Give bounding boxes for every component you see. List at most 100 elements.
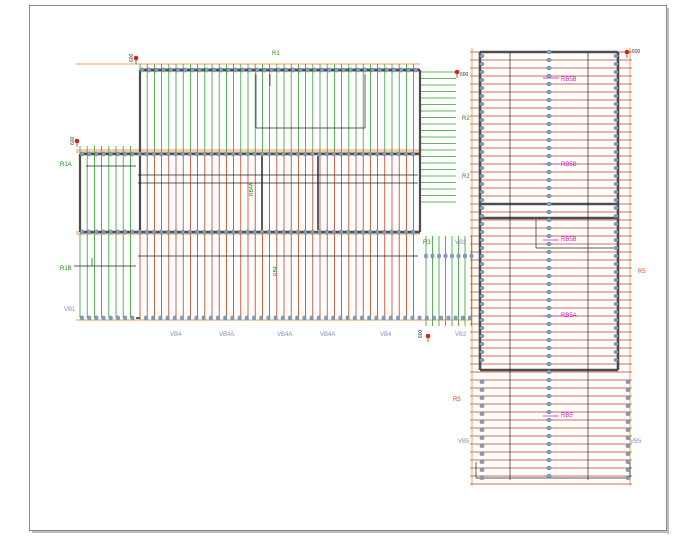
level-marker-icon xyxy=(133,55,139,61)
connection-node xyxy=(280,315,285,321)
connection-node xyxy=(267,229,272,235)
connection-node xyxy=(281,229,286,235)
label-rb5b: RB5B xyxy=(561,77,577,83)
connection-node xyxy=(479,452,485,456)
connection-node xyxy=(479,460,485,464)
connection-node xyxy=(123,229,128,235)
connection-node xyxy=(298,67,303,73)
connection-node xyxy=(613,142,619,146)
connection-node xyxy=(479,286,485,290)
connection-node xyxy=(479,380,485,384)
connection-node xyxy=(262,67,267,73)
connection-node xyxy=(613,230,619,234)
label-r5-upper: R5 xyxy=(638,269,646,275)
connection-node xyxy=(450,253,454,259)
connection-node xyxy=(367,315,372,321)
connection-node xyxy=(309,315,314,321)
connection-node xyxy=(479,318,485,322)
connection-node xyxy=(479,294,485,298)
connection-node xyxy=(404,229,408,235)
sheet-shadow xyxy=(32,531,669,533)
label-vb1: VB1 xyxy=(64,307,76,313)
connection-node xyxy=(212,67,216,73)
connection-node xyxy=(389,229,394,235)
connection-node xyxy=(613,326,619,330)
label-vb4a: VB4A xyxy=(219,332,234,338)
connection-node xyxy=(613,350,619,354)
connection-node xyxy=(546,362,552,366)
connection-node xyxy=(144,315,148,321)
connection-node xyxy=(237,315,242,321)
connection-node xyxy=(546,122,552,126)
connection-node xyxy=(613,182,619,186)
connection-node xyxy=(388,315,393,321)
connection-node xyxy=(546,234,552,238)
connection-node xyxy=(320,67,324,73)
connection-node xyxy=(625,428,631,432)
connection-node xyxy=(479,334,485,338)
connection-node xyxy=(248,67,252,73)
marker-layer xyxy=(74,49,630,342)
connection-node xyxy=(613,270,619,274)
connection-node xyxy=(439,315,444,321)
level-marker-icon xyxy=(74,138,80,144)
connection-node xyxy=(625,388,631,392)
connection-node xyxy=(546,106,552,110)
connection-node xyxy=(546,442,552,446)
connection-node xyxy=(224,151,228,157)
connection-node xyxy=(360,151,365,157)
connection-node xyxy=(245,151,250,157)
connection-node xyxy=(87,151,92,157)
connection-node xyxy=(389,151,394,157)
level-marker-icon xyxy=(454,69,460,75)
level-marker-icon xyxy=(624,49,630,55)
connection-node xyxy=(216,229,221,235)
connection-node xyxy=(479,78,485,82)
connection-node xyxy=(546,434,552,438)
connection-node xyxy=(332,151,336,157)
connection-node xyxy=(613,302,619,306)
label-r1b: R1B xyxy=(60,266,72,272)
connection-node xyxy=(546,306,552,310)
connection-node xyxy=(546,450,552,454)
connection-node xyxy=(479,118,485,122)
connection-node xyxy=(479,310,485,314)
connection-node xyxy=(384,67,389,73)
connection-node xyxy=(546,178,552,182)
connection-node xyxy=(479,174,485,178)
connection-node xyxy=(453,315,458,321)
connection-node xyxy=(613,278,619,282)
connection-node xyxy=(625,468,631,472)
connection-node xyxy=(252,315,256,321)
connection-node xyxy=(209,151,214,157)
connection-node xyxy=(116,229,120,235)
connection-node xyxy=(546,162,552,166)
connection-node xyxy=(202,151,207,157)
connection-node xyxy=(245,229,250,235)
connection-node xyxy=(80,229,84,235)
connection-node xyxy=(546,338,552,342)
connection-node xyxy=(546,226,552,230)
connection-node xyxy=(613,86,619,90)
connection-node xyxy=(267,151,272,157)
connection-node xyxy=(152,151,156,157)
connection-node xyxy=(546,322,552,326)
connection-node xyxy=(625,460,631,464)
connection-node xyxy=(152,229,156,235)
connection-node xyxy=(108,315,113,321)
connection-node xyxy=(613,70,619,74)
connection-node xyxy=(613,342,619,346)
connection-node xyxy=(324,151,329,157)
connection-node xyxy=(625,452,631,456)
node-layer xyxy=(80,50,631,480)
connection-node xyxy=(377,67,382,73)
connection-node xyxy=(479,396,485,400)
connection-node xyxy=(219,67,224,73)
connection-node xyxy=(613,134,619,138)
connection-node xyxy=(331,315,336,321)
connection-node xyxy=(255,67,260,73)
connection-node xyxy=(546,50,552,54)
connection-node xyxy=(546,202,552,206)
connection-node xyxy=(348,67,353,73)
connection-node xyxy=(209,229,214,235)
